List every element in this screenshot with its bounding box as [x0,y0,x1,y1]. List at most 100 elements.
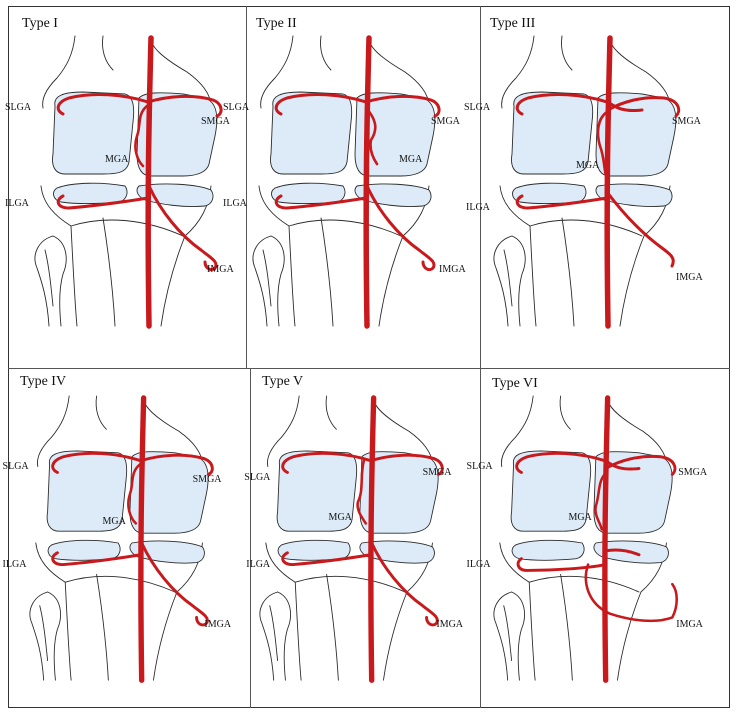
divider-bottom-left [250,368,251,708]
lateral-meniscus [511,539,585,561]
fibula-inner-line [269,605,279,662]
tibia-outline-right [160,185,212,327]
imga-artery [584,563,679,623]
label-imga: IMGA [676,619,703,631]
fibula-outline-outer [259,591,279,681]
femur-outline-left [501,35,535,109]
femur-outline-left [36,395,70,468]
popliteal-artery [602,395,611,683]
fibula-outline-inner [47,591,61,681]
label-ilga: ILGA [466,558,491,570]
imga-origin [604,548,641,557]
label-ilga: ILGA [5,198,29,209]
mga-artery [364,106,379,166]
knee-drawing [493,35,681,329]
tibia-plateau-line [70,219,184,237]
knee-illustration [259,395,444,683]
tibia-inner-line [96,573,109,681]
smga-artery [364,94,441,118]
label-smga: SMGA [678,466,708,478]
fibula-outline-outer [493,591,513,681]
tibia-outline-right [382,542,433,681]
mga-artery [127,463,141,525]
lateral-meniscus [271,182,346,204]
fibula-outline-inner [511,591,525,681]
tibia-inner-line [560,573,573,681]
label-mga: MGA [328,511,352,523]
medial-condyle [354,92,436,177]
label-mga: MGA [399,154,423,165]
femur-outline-left [260,35,294,109]
tibia-outline-right [152,542,203,681]
ilga-artery [274,194,368,210]
femur-outline-left [500,395,534,468]
tibia-inner-line [320,217,334,327]
label-imga: IMGA [204,619,232,631]
tibia-inner-line [326,573,339,681]
fibula-inner-line [262,249,272,307]
imga-artery [365,184,436,272]
fibula-outline-inner [277,591,291,681]
smga-branch [606,100,644,112]
medial-condyle [136,92,218,177]
divider-top-right [480,6,481,369]
fibula-outline-inner [511,235,526,327]
lateral-meniscus [47,539,121,561]
tibia-plateau-line [528,575,640,593]
fibula-outline-outer [34,235,54,327]
ilga-artery [51,551,143,567]
tibia-inner-line [561,217,575,327]
tibia-plateau-line [529,219,643,237]
tibia-plateau-line [64,575,176,593]
popliteal-artery [368,395,377,683]
figure-border [8,6,730,708]
slga-artery [515,93,609,116]
label-mga: MGA [105,154,129,165]
lateral-meniscus [53,182,128,204]
fibula-outline-outer [252,235,272,327]
fibula-inner-line [39,605,49,662]
label-mga: MGA [568,511,592,523]
lateral-condyle [270,91,353,175]
fibula-outline-inner [270,235,285,327]
lateral-meniscus [277,539,351,561]
panel-title: Type III [490,16,536,31]
ilga-artery [56,194,150,210]
label-smga: SMGA [431,116,460,127]
femur-inner-line [95,395,107,430]
lateral-condyle [276,450,358,532]
smga-artery [139,453,214,476]
mga-artery [356,459,368,525]
label-imga: IMGA [207,264,234,275]
lateral-condyle [46,450,128,532]
fibula-inner-line [44,249,54,307]
lateral-condyle [52,91,135,175]
label-smga: SMGA [201,116,230,127]
imga-artery [140,541,209,627]
imga-artery [370,541,439,627]
imga-artery [605,190,675,268]
label-slga: SLGA [5,102,32,113]
popliteal-artery [145,35,154,329]
smga-artery [606,96,681,118]
label-mga: MGA [102,515,126,527]
lateral-meniscus [512,182,587,204]
medial-condyle [359,451,439,534]
smga-artery [369,453,444,476]
tibia-outline-right [619,185,671,327]
knee-drawing [259,395,444,683]
slga-artery [274,93,368,116]
label-imga: IMGA [439,264,466,275]
label-smga: SMGA [192,474,222,486]
smga-artery [604,454,677,476]
panel-title: Type II [256,16,297,31]
panel-title: Type I [22,16,58,31]
knee-drawing [252,35,441,329]
smga-artery [146,94,223,118]
fibula-outline-inner [52,235,67,327]
